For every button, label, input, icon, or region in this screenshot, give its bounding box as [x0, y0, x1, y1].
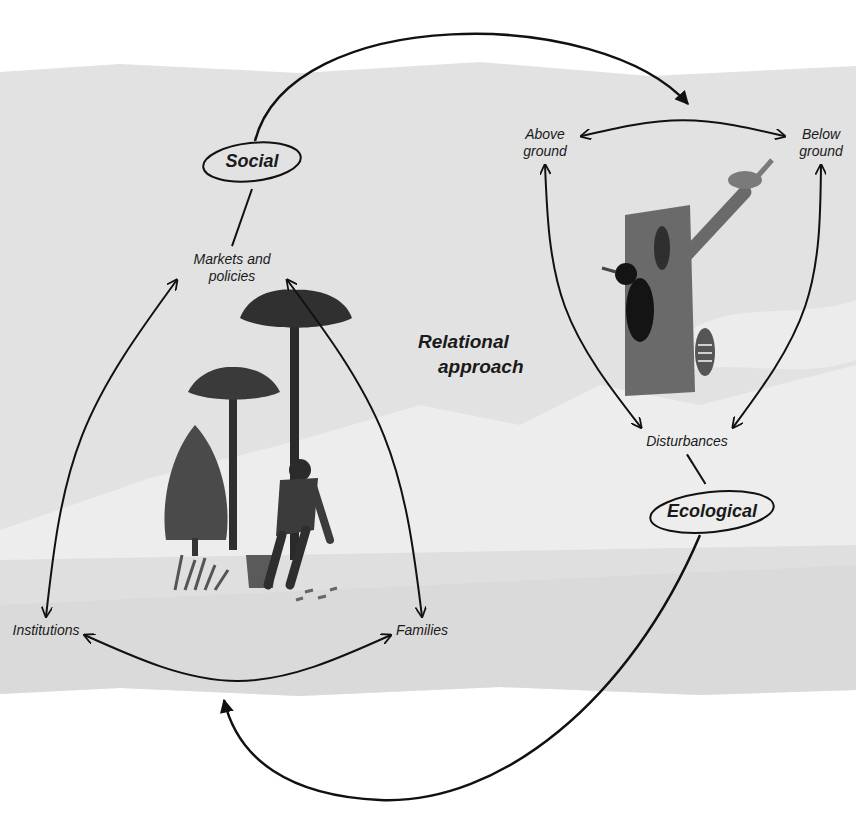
paper-ground [0, 62, 856, 696]
branch [680, 192, 745, 262]
person-legs [268, 530, 306, 585]
component-label: Above ground [514, 126, 576, 160]
feedback-arc [255, 34, 688, 141]
node-text: Families [396, 622, 448, 639]
node-text: Institutions [13, 622, 80, 639]
ellipse-shape [648, 486, 776, 539]
relation-arrow [287, 280, 422, 617]
system-ellipse: Ecological [647, 489, 777, 535]
relation-arrow [84, 635, 390, 681]
nest-hole [654, 226, 670, 270]
woodpecker-head [615, 263, 637, 285]
small-woodpecker [695, 328, 715, 376]
cloud [690, 300, 856, 370]
component-label: Institutions [13, 622, 80, 639]
woodpecker-bird [626, 278, 654, 342]
relation-arrow [545, 165, 641, 428]
relation-arrow [733, 165, 821, 428]
feather-bars [698, 345, 712, 361]
tree-stump [625, 205, 695, 396]
tree-trunk [192, 538, 198, 556]
node-text: Social [225, 151, 278, 173]
relation-arrow [46, 280, 177, 617]
feedback-arc [224, 535, 700, 800]
system-ellipse: Social [200, 140, 304, 184]
tree-trunk [229, 380, 237, 550]
relation-arrow [687, 454, 706, 484]
node-text: Below ground [790, 126, 852, 160]
person-arm [313, 486, 330, 540]
wren-tail [758, 160, 772, 176]
person-head [289, 459, 311, 481]
seeds [296, 588, 337, 600]
node-text: Ecological [667, 501, 757, 523]
node-text: Disturbances [646, 433, 728, 450]
node-text: Above ground [514, 126, 576, 160]
tree-canopy [188, 367, 280, 400]
bush-tree [164, 425, 227, 540]
tree-canopy [240, 290, 352, 328]
component-label: Families [396, 622, 448, 639]
relation-arrow [232, 189, 252, 246]
component-label: Disturbances [646, 433, 728, 450]
component-label: Markets and policies [182, 251, 282, 285]
component-label: Below ground [790, 126, 852, 160]
central-concept: Relational approach [418, 330, 588, 379]
grass [175, 555, 228, 590]
woodpecker-beak [602, 268, 616, 272]
node-text: Markets and policies [182, 251, 282, 285]
ground-band [0, 545, 856, 696]
ellipse-shape [201, 138, 302, 186]
relation-arrow [581, 120, 785, 136]
